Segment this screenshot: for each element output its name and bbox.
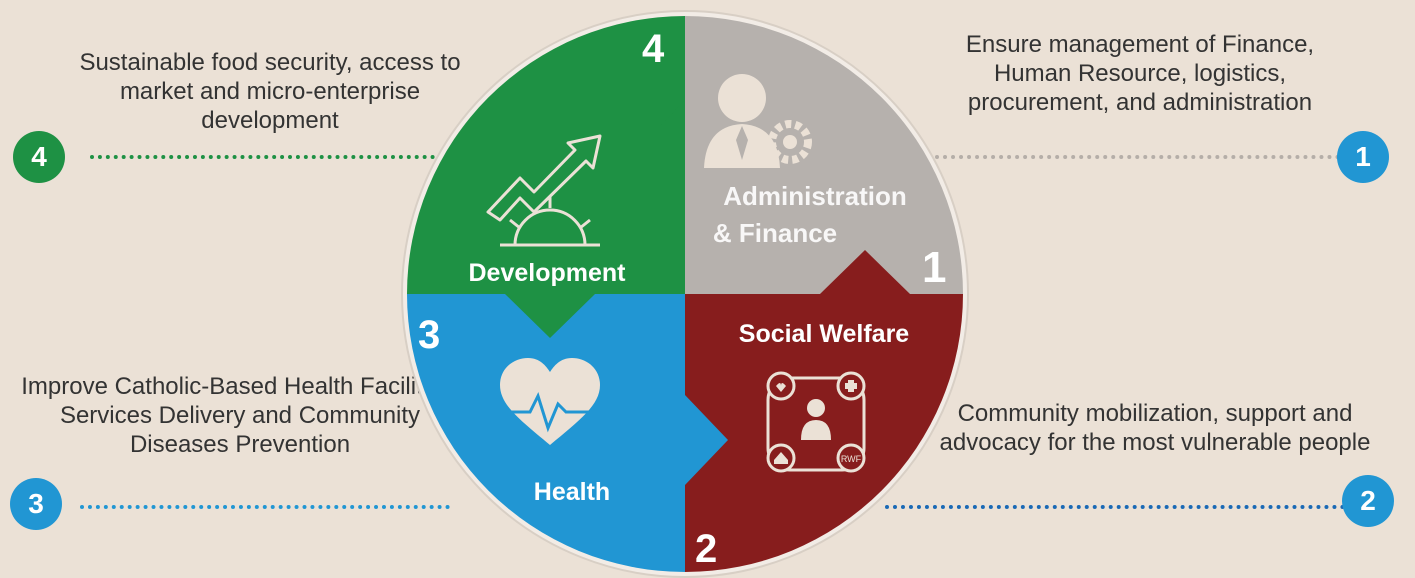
connector-line-1 bbox=[935, 155, 1340, 159]
admin-gear-person-icon bbox=[704, 74, 812, 168]
health-title: Health bbox=[534, 478, 610, 506]
development-title: Development bbox=[469, 259, 627, 287]
health-description: Improve Catholic-Based Health Facilities… bbox=[21, 373, 459, 458]
administration-title-line1: Administration bbox=[723, 181, 906, 211]
administration-title-line2: & Finance bbox=[713, 218, 837, 248]
development-number: 4 bbox=[642, 27, 665, 71]
growth-arrow-gear-icon bbox=[486, 134, 602, 247]
connector-line-3 bbox=[80, 505, 450, 509]
badge-1: 1 bbox=[1337, 131, 1389, 183]
badge-3: 3 bbox=[10, 478, 62, 530]
social-welfare-notch bbox=[820, 250, 910, 294]
development-quadrant bbox=[407, 16, 685, 294]
rwf-icon-label: RWF bbox=[841, 454, 862, 464]
connector-line-2 bbox=[885, 505, 1345, 509]
development-bottom-notch bbox=[505, 294, 595, 338]
development-notch bbox=[642, 100, 685, 190]
badge-4: 4 bbox=[13, 131, 65, 183]
heart-pulse-icon bbox=[500, 358, 600, 445]
social-welfare-number: 2 bbox=[695, 527, 717, 571]
health-notch bbox=[685, 395, 728, 485]
administration-number: 1 bbox=[922, 243, 946, 292]
community-network-icon: RWF bbox=[766, 371, 866, 473]
social-welfare-description: Community mobilization, support and advo… bbox=[939, 400, 1371, 456]
connector-line-4 bbox=[90, 155, 435, 159]
health-number: 3 bbox=[418, 313, 440, 357]
development-description: Sustainable food security, access to mar… bbox=[79, 49, 461, 134]
administration-description: Ensure management of Finance, Human Reso… bbox=[965, 31, 1315, 116]
social-welfare-title: Social Welfare bbox=[739, 320, 910, 348]
badge-2: 2 bbox=[1342, 475, 1394, 527]
